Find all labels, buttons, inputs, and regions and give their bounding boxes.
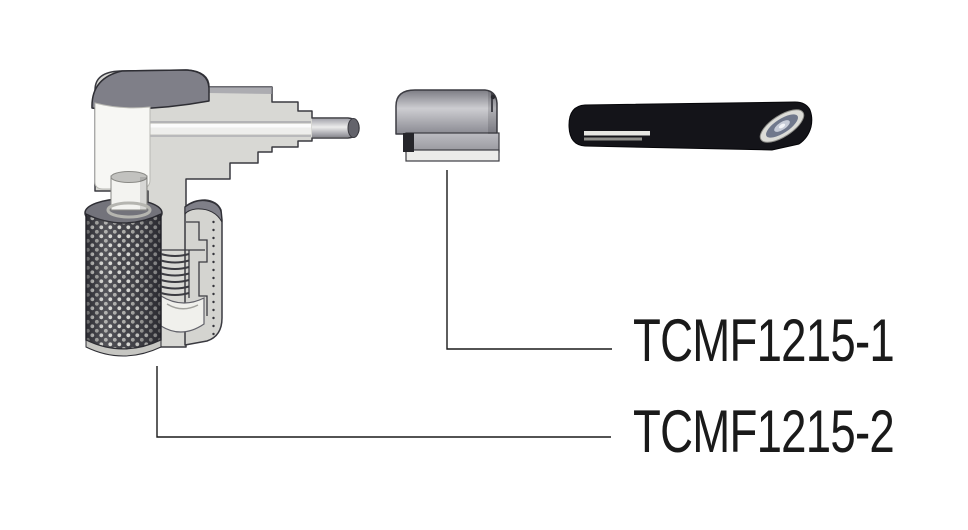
- knurl-body-shading: [86, 214, 161, 349]
- center-pin-tip: [347, 118, 360, 138]
- right-angle-connector-drawing: [84, 69, 360, 357]
- cup-interior-arc: [166, 303, 199, 310]
- leader-line-ferrule: [446, 170, 612, 350]
- crimp-ferrule-drawing: [395, 89, 500, 162]
- leader-line-connector: [156, 366, 611, 438]
- cutaway-cup-inner-steps: [186, 221, 208, 316]
- cable-jacket-stripe-2: [584, 137, 642, 141]
- part-number-label-connector: TCMF1215-2: [633, 398, 895, 465]
- cable-jacket-stripe: [584, 131, 650, 136]
- center-pin: [312, 119, 353, 137]
- ferrule-upper: [395, 89, 498, 135]
- ferrule-right-shade: [488, 91, 497, 134]
- thread-cutaway: [160, 249, 205, 298]
- section-hatch-dots: [212, 220, 215, 336]
- barrel-highlight-2: [150, 127, 311, 134]
- cable-cut-face: [759, 109, 805, 143]
- coax-cable-drawing: [568, 101, 813, 151]
- barrel-top-shade: [209, 87, 272, 94]
- cutaway-cup-top-band: [184, 200, 223, 223]
- knurl-inner-ring: [106, 201, 152, 219]
- knurl-bottom-rim: [85, 339, 162, 357]
- ferrule-slot-dot: [490, 94, 496, 100]
- inner-sleeve-top: [110, 171, 148, 183]
- ferrule-lower: [405, 132, 500, 153]
- connector-top-cap: [91, 69, 210, 110]
- part-number-label-ferrule: TCMF1215-1: [633, 307, 895, 374]
- cup-interior: [160, 294, 205, 333]
- ferrule-slot-notch: [403, 133, 414, 152]
- ferrule-bottom-rim: [405, 149, 500, 162]
- barrel-highlight: [150, 124, 311, 128]
- inner-sleeve-shade: [140, 177, 147, 210]
